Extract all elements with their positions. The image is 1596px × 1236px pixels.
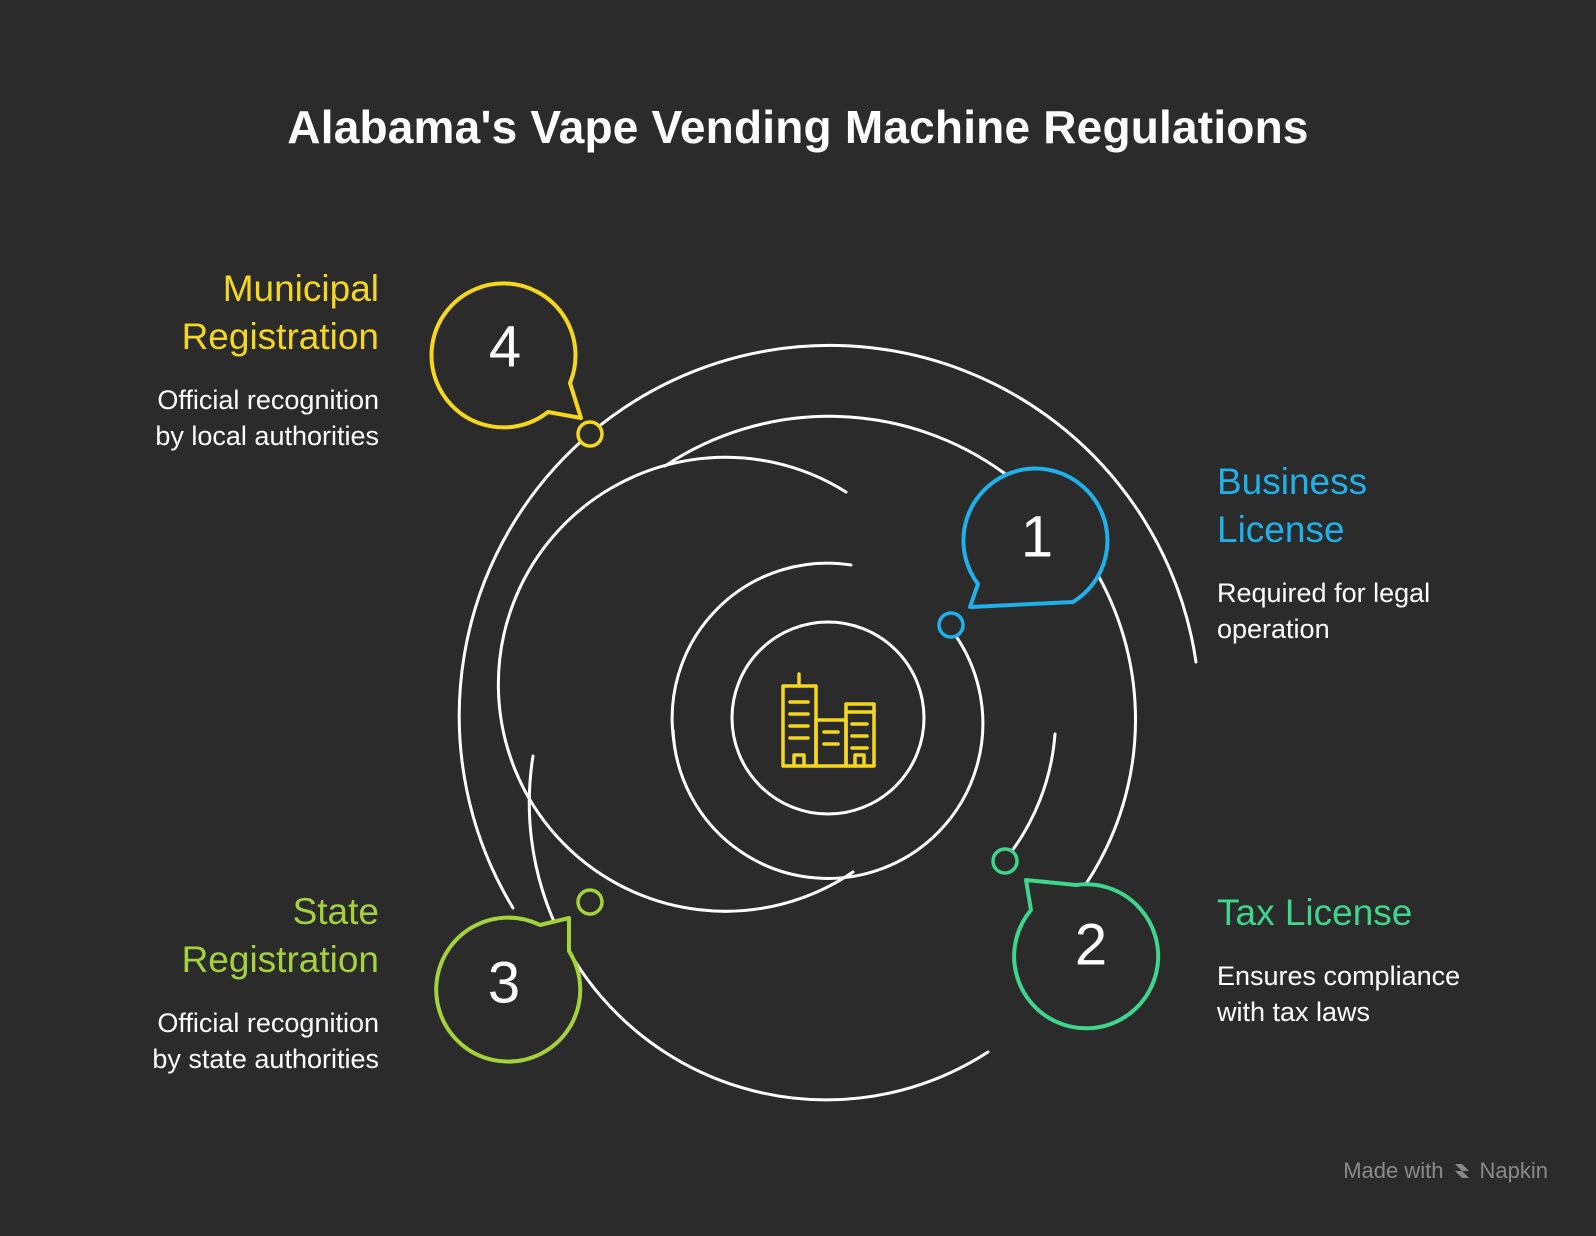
napkin-brand-text: Napkin (1479, 1158, 1548, 1183)
marker-dot-4 (576, 420, 604, 448)
step-3-description: Official recognition by state authoritie… (152, 1008, 379, 1074)
made-with-text: Made with (1343, 1158, 1444, 1183)
made-with-napkin-footer[interactable]: Made with Napkin (1343, 1158, 1548, 1184)
diagram-title: Alabama's Vape Vending Machine Regulatio… (287, 101, 1309, 153)
office-buildings-icon (781, 672, 876, 768)
step-2-bubble: 2 (1012, 878, 1161, 1031)
step-4-label: Municipal Registration (181, 268, 379, 357)
step-1-description: Required for legal operation (1217, 578, 1431, 644)
arc-ring-4c (663, 414, 1006, 475)
step-4-description: Official recognition by local authoritie… (155, 385, 379, 451)
arc-ring-3a (496, 455, 855, 913)
step-1-label: Business License (1217, 461, 1368, 550)
marker-dot-3 (576, 888, 604, 916)
inner-ring (730, 620, 926, 816)
arc-ring-3b (1003, 732, 1057, 862)
step-2-label: Tax License (1217, 892, 1413, 933)
step-4-bubble: 4 (429, 281, 583, 430)
step-2-number: 2 (1075, 912, 1107, 977)
marker-dot-2 (991, 847, 1019, 875)
step-1-number: 1 (1021, 504, 1053, 569)
arc-ring-5b (457, 430, 594, 910)
arc-ring-4b (527, 754, 990, 1102)
step-3-bubble: 3 (434, 915, 583, 1064)
step-1-bubble: 1 (961, 466, 1110, 609)
arc-ring-2a (670, 561, 853, 744)
step-4-number: 4 (489, 314, 521, 379)
arc-ring-5a (590, 343, 1198, 664)
marker-dot-1 (937, 611, 965, 639)
arc-ring-2b (671, 626, 985, 880)
step-2-description: Ensures compliance with tax laws (1217, 961, 1461, 1027)
step-3-label: State Registration (181, 891, 379, 980)
step-3-number: 3 (488, 950, 520, 1015)
napkin-logo-icon (1454, 1164, 1469, 1178)
